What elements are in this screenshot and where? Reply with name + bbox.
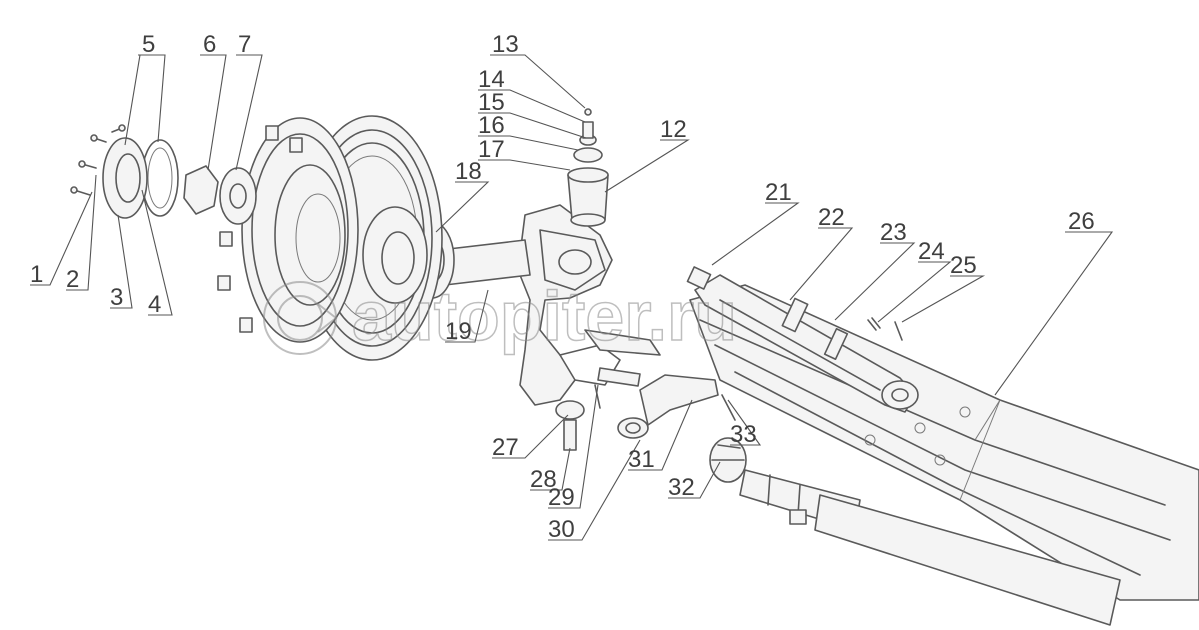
kingpin-stack xyxy=(567,108,609,227)
callout-18: 18 xyxy=(455,158,482,185)
callout-27: 27 xyxy=(492,434,519,461)
callout-30: 30 xyxy=(548,516,575,543)
callout-14: 14 xyxy=(478,66,505,93)
callout-4: 4 xyxy=(148,291,161,318)
callout-28: 28 xyxy=(530,466,557,493)
callout-32: 32 xyxy=(668,474,695,501)
wheel-hub xyxy=(217,117,359,343)
callout-6: 6 xyxy=(203,31,216,58)
callout-17: 17 xyxy=(478,136,505,163)
callout-15: 15 xyxy=(478,89,505,116)
callout-3: 3 xyxy=(110,284,123,311)
tie-rod xyxy=(686,266,919,413)
leader-lines xyxy=(30,54,1114,541)
callout-25: 25 xyxy=(950,252,977,279)
callout-1: 1 xyxy=(30,261,43,288)
callout-23: 23 xyxy=(880,219,907,246)
callout-labels: 1 2 3 4 5 6 7 12 13 14 15 16 17 18 19 21… xyxy=(30,31,1095,543)
callout-31: 31 xyxy=(628,446,655,473)
hub-nut-and-washers xyxy=(141,139,257,225)
callout-16: 16 xyxy=(478,112,505,139)
steering-arm xyxy=(555,367,736,451)
small-fasteners xyxy=(867,317,903,341)
callout-19: 19 xyxy=(445,318,472,345)
callout-13: 13 xyxy=(492,31,519,58)
autopiter-logo-icon xyxy=(263,281,338,355)
callout-21: 21 xyxy=(765,179,792,206)
parts-drawing xyxy=(70,108,1199,626)
callout-5: 5 xyxy=(142,31,155,58)
callout-22: 22 xyxy=(818,204,845,231)
callout-24: 24 xyxy=(918,238,945,265)
callout-33: 33 xyxy=(730,421,757,448)
hub-cap-and-bolts xyxy=(70,124,148,219)
callout-12: 12 xyxy=(660,116,687,143)
callout-26: 26 xyxy=(1068,208,1095,235)
callout-2: 2 xyxy=(66,266,79,293)
callout-7: 7 xyxy=(238,31,251,58)
watermark-text: autopiter.ru xyxy=(352,277,737,355)
callout-29: 29 xyxy=(548,484,575,511)
watermark: autopiter.ru xyxy=(263,276,738,356)
steering-knuckle xyxy=(517,204,661,406)
tie-rod-end xyxy=(709,437,1121,626)
